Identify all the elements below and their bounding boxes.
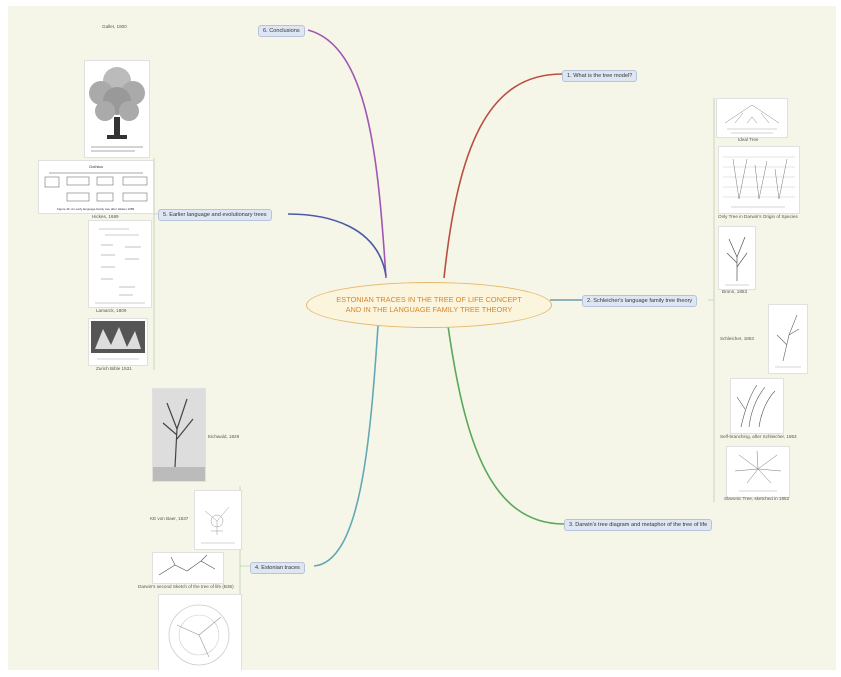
link-topic-3: [447, 325, 565, 525]
self-branching-tree-image: [730, 378, 784, 434]
caption-darwin-second-sketch: Darwin's second Sketch of the tree of li…: [138, 584, 234, 589]
link-topic-5: [287, 213, 387, 277]
central-topic-line-1: ESTONIAN TRACES IN THE TREE OF LIFE CONC…: [336, 295, 522, 304]
topic-6-conclusions[interactable]: 6. Conclusions: [258, 25, 305, 37]
topic-5-earlier-trees[interactable]: 5. Earlier language and evolutionary tre…: [158, 209, 272, 221]
gallet-tree-image: [84, 60, 150, 158]
topic-3-darwin[interactable]: 3. Darwin's tree diagram and metaphor of…: [564, 519, 713, 531]
caption-self-branching: Self-branching, after Schleicher, 1853: [720, 434, 797, 439]
mind-map-canvas: ESTONIAN TRACES IN THE TREE OF LIFE CONC…: [8, 6, 836, 670]
bronn-tree-image: [718, 226, 756, 290]
caption-ideal-tree: Ideal Tree: [738, 137, 759, 142]
slavonic-tree-image: [726, 446, 790, 498]
hickes-header-text: Gothica: [89, 164, 104, 169]
caption-baer: KE von Baer, 1837: [150, 516, 189, 521]
darwin-origin-tree-image: [718, 146, 800, 214]
link-topic-6: [307, 29, 387, 279]
topic-2-schleicher[interactable]: 2. Schleicher's language family tree the…: [582, 295, 698, 307]
caption-bronn: Bronn, 1853: [722, 289, 748, 294]
central-topic-line-2: AND IN THE LANGUAGE FAMILY TREE THEORY: [345, 305, 513, 314]
baer-tree-image: [194, 490, 242, 550]
link-topic-4: [313, 325, 379, 567]
caption-schleicher: Schleicher, 1853: [720, 336, 754, 341]
topic-4-estonian-traces[interactable]: 4. Estonian traces: [250, 562, 305, 574]
link-topic-1: [443, 73, 563, 279]
caption-darwin-origin-tree: Only Tree in Darwin's Origin of Species: [718, 214, 798, 219]
ideal-tree-image: [716, 98, 788, 138]
branch-connectors: [153, 29, 715, 670]
topic-1-tree-model[interactable]: 1. What is the tree model?: [562, 70, 638, 82]
hickes-tree-image: Gothica Figure 4b: An early language fam…: [38, 160, 154, 214]
darwin-sketch-image: [152, 552, 224, 584]
estonian-map-image: [158, 594, 242, 670]
hickes-figure-caption: Figure 4b: An early language family tree…: [57, 207, 135, 211]
caption-zurich-bible: Zurich Bible 1531: [96, 366, 132, 371]
eichwald-tree-image: [152, 388, 206, 482]
lamarck-tree-image: [88, 220, 152, 308]
caption-eichwald: Eichwald, 1829: [208, 434, 240, 439]
schleicher-tree-image: [768, 304, 808, 374]
central-topic[interactable]: ESTONIAN TRACES IN THE TREE OF LIFE CONC…: [306, 282, 552, 328]
caption-slavonic-tree: Slavonic Tree, sketched in 1852: [724, 496, 790, 501]
caption-hickes: Hickes, 1689: [92, 214, 119, 219]
zurich-bible-image: [88, 318, 148, 366]
caption-lamarck: Lamarck, 1809: [96, 308, 127, 313]
caption-gallet: Gallet, 1800: [102, 24, 127, 29]
